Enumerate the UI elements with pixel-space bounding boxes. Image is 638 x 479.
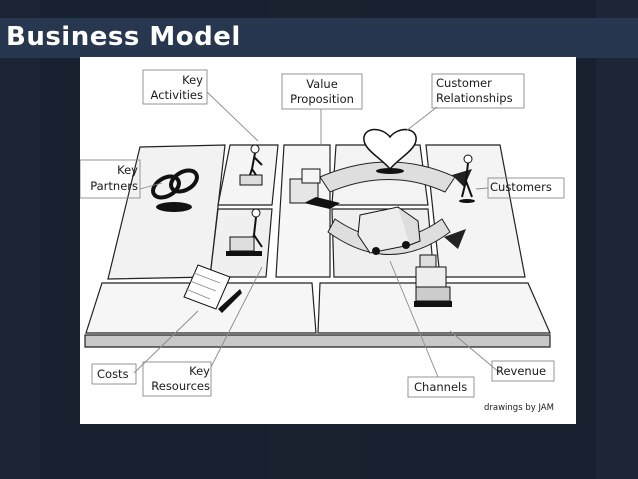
- board-edge-front: [84, 334, 551, 348]
- leader-line: [206, 91, 259, 142]
- svg-text:Key: Key: [189, 364, 210, 378]
- drawings-credit: drawings by JAM: [484, 403, 554, 413]
- label-customer-relationships: Customer Relationships: [431, 73, 525, 109]
- label-key-activities: Key Activities: [142, 69, 208, 105]
- slide-title: Business Model: [6, 22, 241, 52]
- block-revenue-streams: [317, 282, 551, 334]
- title-band: [0, 18, 638, 58]
- chain-links-icon: [151, 168, 199, 212]
- leader-line: [405, 106, 438, 132]
- label-customers: Customers: [487, 177, 565, 199]
- label-value-proposition: Value Proposition: [281, 73, 363, 110]
- heart-icon: [363, 128, 417, 174]
- leader-line: [210, 266, 263, 368]
- leader-line: [389, 260, 439, 378]
- svg-text:Key: Key: [117, 163, 138, 177]
- cash-register-icon: [414, 254, 452, 307]
- leader-line: [139, 182, 163, 190]
- svg-text:Proposition: Proposition: [290, 92, 354, 106]
- business-model-canvas: Key Activities Value Proposition Custome…: [80, 69, 565, 413]
- svg-text:Customers: Customers: [490, 180, 552, 194]
- label-costs: Costs: [91, 363, 137, 385]
- worker-activity-icon: [239, 144, 263, 186]
- label-channels: Channels: [407, 376, 475, 398]
- truck-icon: [357, 206, 421, 255]
- svg-text:Key: Key: [182, 73, 203, 87]
- background-stripe: [596, 0, 638, 479]
- worker-resources-icon: [226, 208, 263, 256]
- svg-text:Resources: Resources: [151, 379, 210, 393]
- background-stripe: [0, 0, 40, 479]
- svg-text:Customer: Customer: [436, 76, 492, 90]
- illustrations: [151, 128, 475, 313]
- label-key-partners: Key Partners: [80, 159, 141, 199]
- label-revenue: Revenue: [491, 360, 555, 382]
- gift-boxes-icon: [289, 168, 340, 209]
- leader-line: [475, 187, 489, 190]
- svg-text:Revenue: Revenue: [496, 364, 546, 378]
- svg-text:Activities: Activities: [151, 88, 203, 102]
- block-cost-structure: [85, 282, 317, 334]
- central-arc: [319, 161, 456, 193]
- svg-text:Channels: Channels: [414, 380, 467, 394]
- svg-text:Costs: Costs: [97, 367, 129, 381]
- block-value-proposition: [275, 144, 331, 278]
- flow-arrow: [444, 229, 466, 249]
- block-customer-segments: [425, 144, 526, 278]
- person-standing-icon: [459, 154, 475, 203]
- svg-text:Partners: Partners: [90, 179, 138, 193]
- label-key-resources: Key Resources: [142, 361, 212, 397]
- svg-text:Relationships: Relationships: [436, 91, 513, 105]
- document-papers-icon: [183, 264, 242, 313]
- leader-line: [133, 310, 199, 374]
- svg-text:Value: Value: [306, 77, 338, 91]
